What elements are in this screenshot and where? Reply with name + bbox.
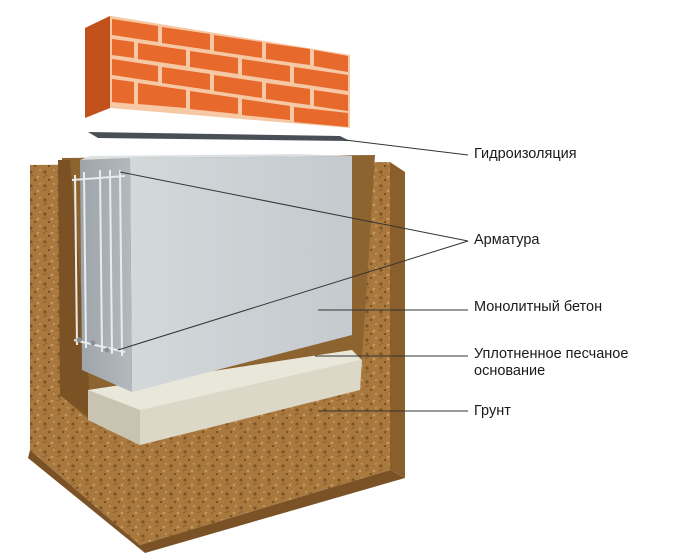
leader-waterproofing bbox=[344, 139, 469, 156]
brick-wall bbox=[85, 16, 350, 128]
leader-lines bbox=[117, 139, 469, 412]
concrete-block bbox=[80, 154, 352, 392]
label-sand-base-line2: основание bbox=[474, 363, 546, 379]
leader-rebar-bottom bbox=[117, 240, 469, 351]
label-soil: Грунт bbox=[474, 403, 511, 419]
label-sand-base: Уплотненное песчаное bbox=[474, 346, 629, 362]
sand-base bbox=[88, 350, 362, 445]
rebar-cage bbox=[71, 169, 126, 357]
label-rebar: Арматура bbox=[474, 232, 540, 248]
label-concrete: Монолитный бетон bbox=[474, 299, 603, 315]
waterproofing-membrane bbox=[88, 132, 350, 141]
label-waterproofing: Гидроизоляция bbox=[474, 146, 577, 162]
leader-rebar-top bbox=[119, 171, 469, 242]
